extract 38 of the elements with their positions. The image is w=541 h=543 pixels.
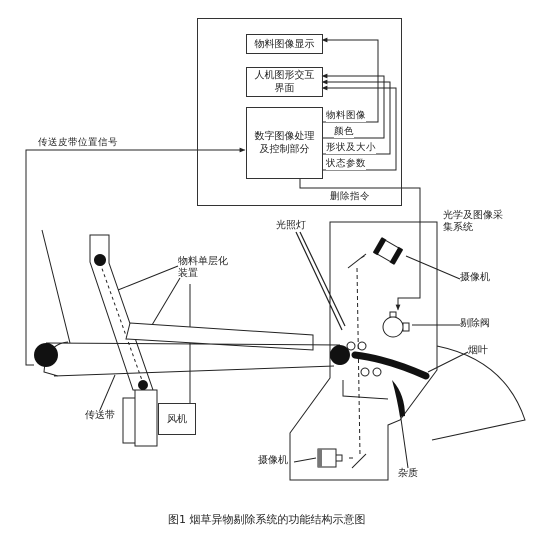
leader-line — [100, 374, 116, 410]
system-heading: 光学及图像采集系统 — [443, 210, 503, 234]
process-box: 数字图像处理及控制部分 — [246, 107, 323, 179]
process-box: 人机图形交互界面 — [246, 67, 323, 97]
process-box: 物料图像显示 — [246, 34, 323, 54]
arrow — [321, 86, 396, 170]
leader-line — [428, 352, 468, 372]
control-unit-panel — [197, 18, 402, 206]
arrow — [321, 38, 378, 122]
camera-drawing — [316, 446, 344, 470]
edge-label: 传送皮带位置信号 — [38, 138, 118, 149]
leader-line — [294, 458, 316, 462]
impurity-drawing — [390, 378, 408, 418]
part-label: 杂质 — [398, 468, 428, 482]
edge-label: 删除指令 — [330, 192, 370, 203]
arrow — [300, 178, 420, 311]
part-label: 物料单层化装置 — [178, 256, 228, 284]
part-label: 剔除阀 — [460, 318, 500, 332]
part-label: 摄像机 — [258, 455, 294, 469]
tobacco-leaf-layer — [352, 350, 432, 382]
leader-line — [152, 278, 180, 326]
arrow — [321, 74, 384, 138]
leader-line — [412, 324, 460, 326]
valve-drawing — [380, 310, 412, 338]
part-label: 摄像机 — [460, 272, 500, 286]
edge-label: 状态参数 — [326, 159, 366, 170]
leader-line — [118, 266, 178, 290]
fan-box: 风机 — [158, 403, 196, 435]
arrow — [26, 148, 246, 366]
leader-line — [406, 256, 460, 280]
part-label: 传送带 — [85, 410, 121, 424]
part-label: 烟叶 — [468, 345, 498, 359]
arrow — [321, 80, 390, 154]
edge-label: 颜色 — [334, 127, 354, 138]
part-label: 光照灯 — [276, 220, 306, 231]
edge-label: 物料图像 — [326, 111, 366, 122]
figure-caption: 图1 烟草异物剔除系统的功能结构示意图 — [168, 512, 366, 527]
edge-label: 形状及大小 — [326, 143, 376, 154]
